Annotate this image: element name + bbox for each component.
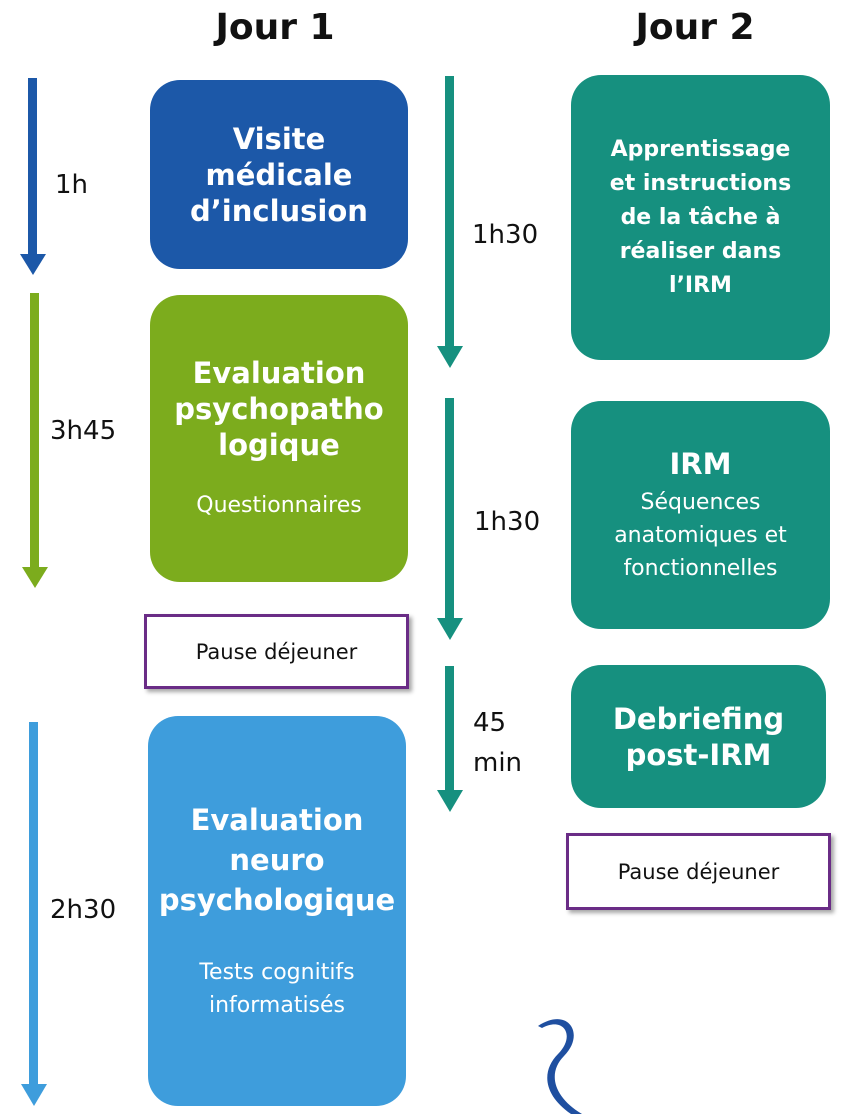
logo-mark — [538, 1019, 582, 1114]
day1-step3-title: Evaluation neuro psychologique — [158, 803, 396, 917]
day1-step2-arrow — [22, 293, 48, 588]
day2-step2-duration: 1h30 — [474, 507, 541, 537]
day1-step3-arrow — [21, 722, 47, 1106]
day2-title: Jour 2 — [635, 7, 755, 48]
day2-step1-duration: 1h30 — [472, 220, 539, 250]
day1-step1-title: Visite médicale d’inclusion — [190, 121, 368, 228]
day2-lunch-break: Pause déjeuner — [566, 833, 831, 910]
day2-step2-arrow — [437, 398, 463, 640]
day2-step1-arrow — [437, 76, 463, 368]
day2-step3-duration: 45 min — [473, 708, 523, 778]
day2-step1-title: Apprentissage et instructions de la tâch… — [609, 136, 792, 298]
day1-step2-duration: 3h45 — [50, 416, 117, 446]
day1-step1-duration: 1h — [55, 170, 89, 200]
day2-step3-title: Debriefing post-IRM — [612, 701, 785, 772]
day2-step2-box: IRM Séquences anatomiques et fonctionnel… — [571, 401, 830, 629]
day1-step1-arrow — [20, 78, 46, 275]
day1-step3-box: Evaluation neuro psychologique Tests cog… — [148, 716, 406, 1106]
day2-step3-arrow — [437, 666, 463, 812]
day1-step3-subtitle: Tests cognitifs informatisés — [199, 960, 355, 1018]
day1-title: Jour 1 — [215, 7, 335, 48]
day1-step3-duration: 2h30 — [50, 895, 117, 925]
day2-step2-title: IRM — [669, 446, 732, 481]
day1-step2-subtitle: Questionnaires — [196, 493, 362, 518]
day1-step1-box: Visite médicale d’inclusion — [150, 80, 408, 269]
day2-step1-box: Apprentissage et instructions de la tâch… — [571, 75, 830, 360]
day1-step2-title: Evaluation psychopatho logique — [174, 356, 384, 462]
day1-step2-box: Evaluation psychopatho logique Questionn… — [150, 295, 408, 582]
day2-step2-subtitle: Séquences anatomiques et fonctionnelles — [614, 489, 787, 581]
day1-lunch-break: Pause déjeuner — [144, 614, 409, 689]
day2-step3-box: Debriefing post-IRM — [571, 665, 826, 808]
